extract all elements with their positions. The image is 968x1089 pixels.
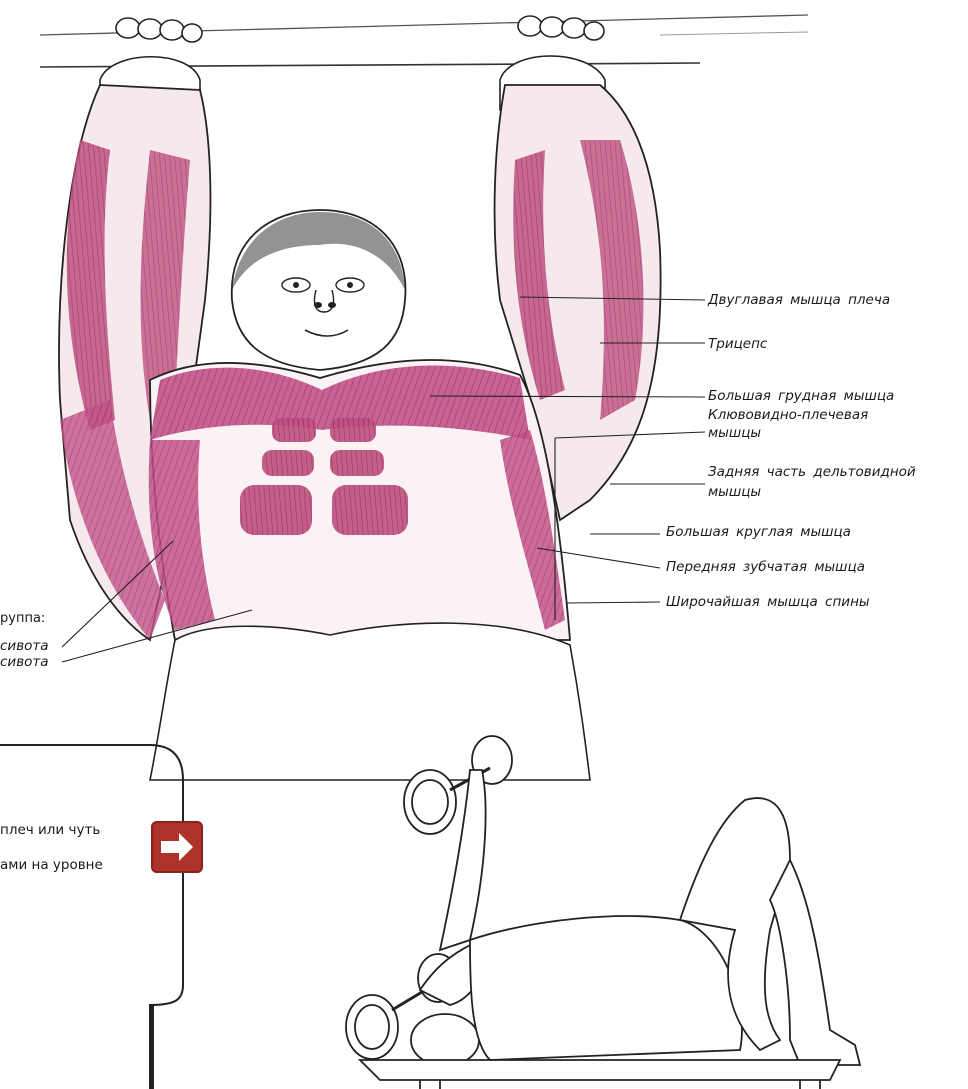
label-abdominal-1: сивота — [0, 638, 49, 655]
head — [232, 210, 406, 370]
label-posterior-deltoid-cont: мышцы — [708, 484, 761, 501]
label-teres-major: Большая круглая мышца — [666, 524, 851, 541]
instruction-line-2: ами на уровне — [0, 857, 103, 873]
next-button[interactable] — [151, 821, 203, 873]
torso — [149, 360, 570, 640]
label-group: руппа: — [0, 611, 45, 626]
label-coracobrachialis: Клювовидно-плечевая — [708, 407, 868, 424]
label-pectoralis-major: Большая грудная мышца — [708, 388, 894, 405]
info-panel — [0, 745, 183, 1089]
label-triceps: Трицепс — [708, 336, 767, 353]
label-latissimus-dorsi: Широчайшая мышца спины — [666, 594, 870, 611]
label-abdominal-2: сивота — [0, 654, 49, 671]
label-coracobrachialis-cont: мышцы — [708, 425, 761, 442]
label-posterior-deltoid: Задняя часть дельтовидной — [708, 464, 916, 481]
arrow-right-icon — [151, 821, 203, 873]
label-serratus-anterior: Передняя зубчатая мышца — [666, 559, 865, 576]
waist — [150, 623, 590, 780]
label-biceps: Двуглавая мышца плеча — [708, 292, 890, 309]
instruction-line-1: плеч или чуть — [0, 822, 100, 838]
bench-figure — [346, 736, 860, 1089]
